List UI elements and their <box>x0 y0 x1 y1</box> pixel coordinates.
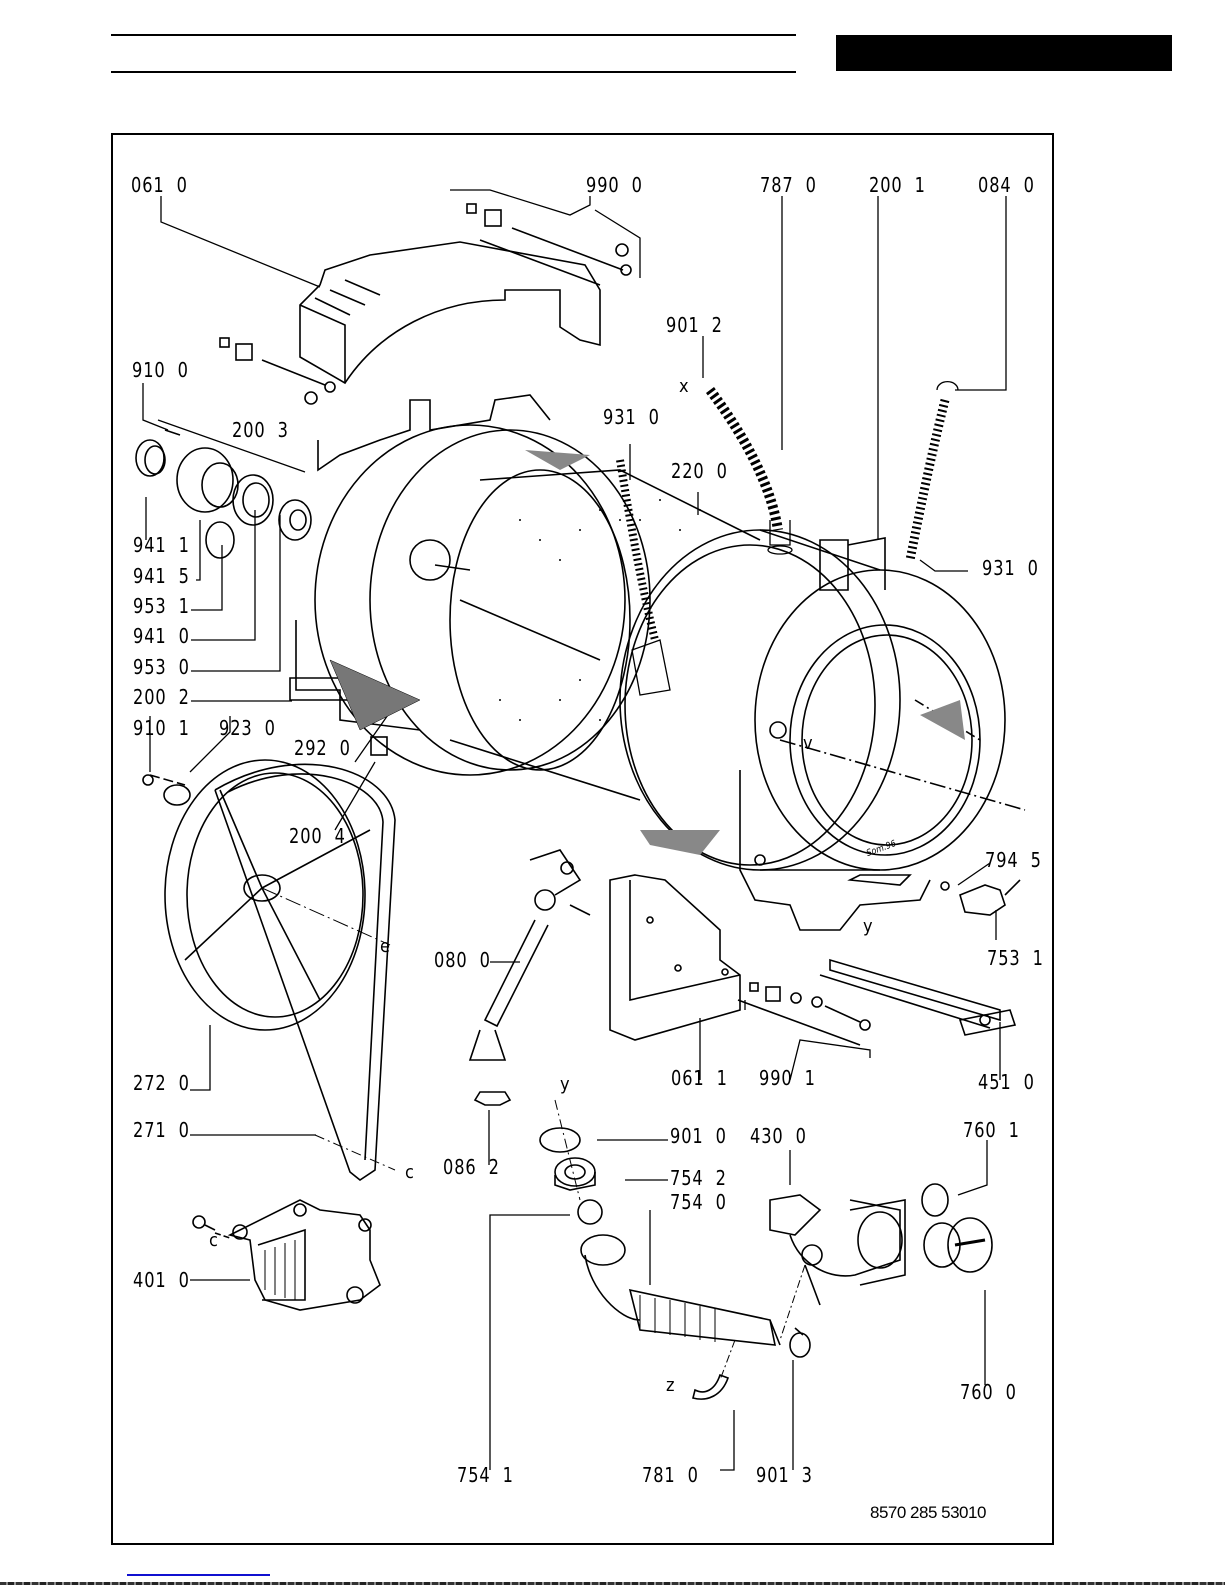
label-part-794-5: 794 5 <box>985 848 1042 872</box>
part-top-cover-061-0 <box>299 239 601 385</box>
label-part-061-0: 061 0 <box>131 173 188 197</box>
label-part-272-0: 272 0 <box>133 1071 190 1095</box>
label-part-901-2: 901 2 <box>666 313 723 337</box>
part-drum-220-0 <box>449 469 761 801</box>
label-part-754-1: 754 1 <box>457 1463 514 1487</box>
part-drive-belt-271-0 <box>214 763 396 1181</box>
label-part-754-0: 754 0 <box>670 1190 727 1214</box>
label-part-086-2: 086 2 <box>443 1155 500 1179</box>
part-filter-760-0 <box>921 1183 993 1273</box>
label-part-760-1: 760 1 <box>963 1118 1020 1142</box>
label-part-910-1: 910 1 <box>133 716 190 740</box>
part-shock-absorber-080-0 <box>468 849 591 1106</box>
label-part-401-0: 401 0 <box>133 1268 190 1292</box>
label-part-753-1: 753 1 <box>987 946 1044 970</box>
part-counterweight-061-1 <box>609 874 741 1041</box>
part-drain-assembly <box>539 1099 811 1400</box>
header-title-block <box>836 35 1172 71</box>
ref-letter-y-drain: y <box>560 1074 570 1095</box>
document-number: 8570 285 53010 <box>870 1503 986 1522</box>
label-part-901-3: 901 3 <box>756 1463 813 1487</box>
label-part-430-0: 430 0 <box>750 1124 807 1148</box>
label-part-781-0: 781 0 <box>642 1463 699 1487</box>
ref-letter-c-motor: c <box>209 1230 218 1251</box>
label-part-901-0: 901 0 <box>670 1124 727 1148</box>
part-fastener-set-990-0 <box>219 203 632 405</box>
part-heater-451-0 <box>819 958 1017 1036</box>
link-underline[interactable] <box>127 1574 270 1576</box>
label-part-200-4: 200 4 <box>289 824 346 848</box>
header-rule-top <box>111 34 796 36</box>
label-part-953-1: 953 1 <box>133 594 190 618</box>
label-part-931-0-right: 931 0 <box>982 556 1039 580</box>
label-part-220-0: 220 0 <box>671 459 728 483</box>
ref-letter-c-belt: c <box>405 1162 414 1183</box>
ref-letter-x: x <box>679 376 689 397</box>
drum-perforation <box>499 499 701 721</box>
part-pulley-272-0 <box>149 759 391 1031</box>
label-part-451-0: 451 0 <box>978 1070 1035 1094</box>
bottom-edge-strip <box>0 1582 1225 1585</box>
leader-lines <box>142 189 1007 1471</box>
label-part-941-5: 941 5 <box>133 564 190 588</box>
ref-letter-e: e <box>380 936 390 957</box>
label-part-200-3: 200 3 <box>232 418 289 442</box>
part-washer-923-0 <box>142 774 191 806</box>
part-drain-pump-430-0 <box>769 1194 906 1341</box>
ref-letter-v: v <box>803 733 813 754</box>
label-part-084-0: 084 0 <box>978 173 1035 197</box>
label-part-990-0: 990 0 <box>586 173 643 197</box>
label-part-754-2: 754 2 <box>670 1166 727 1190</box>
part-bearings <box>135 429 312 559</box>
part-rear-tub <box>289 394 651 776</box>
label-part-271-0: 271 0 <box>133 1118 190 1142</box>
ref-letter-y-tub: y <box>863 916 873 937</box>
label-part-931-0-left: 931 0 <box>603 405 660 429</box>
header-rule-bottom <box>111 71 796 73</box>
part-thermostat-753-1 <box>940 879 1021 916</box>
label-part-990-1: 990 1 <box>759 1066 816 1090</box>
label-part-941-0: 941 0 <box>133 624 190 648</box>
label-part-953-0: 953 0 <box>133 655 190 679</box>
hatch-gaskets <box>525 450 965 855</box>
part-springs <box>616 381 959 696</box>
diagram-frame <box>111 133 1054 1545</box>
ref-letter-z: z <box>666 1375 675 1396</box>
part-motor-401-0 <box>192 1199 381 1311</box>
label-part-760-0: 760 0 <box>960 1380 1017 1404</box>
label-part-080-0: 080 0 <box>434 948 491 972</box>
label-part-292-0: 292 0 <box>294 736 351 760</box>
part-fastener-set-990-1 <box>737 982 871 1046</box>
label-part-200-1: 200 1 <box>869 173 926 197</box>
part-clip-200-4 <box>370 736 388 756</box>
label-part-941-1: 941 1 <box>133 533 190 557</box>
label-part-061-1: 061 1 <box>671 1066 728 1090</box>
label-part-923-0: 923 0 <box>219 716 276 740</box>
label-part-910-0: 910 0 <box>132 358 189 382</box>
part-front-tub <box>619 529 1026 931</box>
label-part-787-0: 787 0 <box>760 173 817 197</box>
label-part-200-2: 200 2 <box>133 685 190 709</box>
